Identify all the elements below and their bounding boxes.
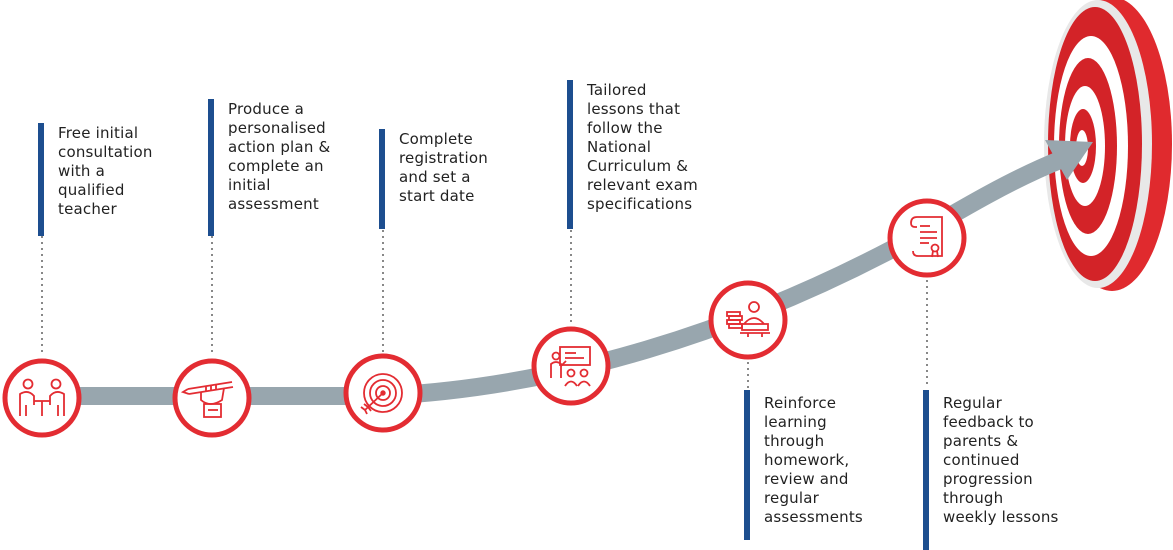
step-5-line-5: review and — [764, 470, 849, 488]
step-4-line-7: specifications — [587, 195, 693, 213]
pencil-hand-icon — [180, 381, 234, 418]
step-3-line-4: start date — [399, 187, 475, 205]
step-circle-4 — [531, 326, 611, 406]
step-1-line-2: consultation — [58, 143, 153, 161]
step-2-line-5: initial — [228, 176, 271, 194]
step-5-description: Reinforce learning through homework, rev… — [744, 390, 863, 540]
step-1-line-4: qualified — [58, 181, 125, 199]
step-circle-6 — [887, 198, 967, 278]
target-arrow-icon — [360, 373, 403, 415]
step-3-line-3: and set a — [399, 168, 471, 186]
step-6-line-2: feedback to — [943, 413, 1034, 431]
step-4-line-6: relevant exam — [587, 176, 698, 194]
step-circle-2 — [172, 358, 252, 438]
step-2-line-2: personalised — [228, 119, 326, 137]
student-books-icon — [726, 301, 770, 337]
step-1-line-1: Free initial — [58, 124, 139, 142]
step-5-line-1: Reinforce — [764, 394, 837, 412]
step-circles — [2, 198, 967, 438]
step-3-description: Complete registration and set a start da… — [379, 129, 488, 229]
step-circle-1 — [2, 358, 82, 438]
step-3-line-2: registration — [399, 149, 488, 167]
step-4-line-5: Curriculum & — [587, 157, 689, 175]
step-1-line-3: with a — [58, 162, 105, 180]
step-4-line-1: Tailored — [587, 81, 647, 99]
step-6-line-6: through — [943, 489, 1004, 507]
step-6-line-1: Regular — [943, 394, 1002, 412]
step-4-description: Tailored lessons that follow the Nationa… — [567, 80, 698, 229]
step-5-line-3: through — [764, 432, 825, 450]
step-6-description: Regular feedback to parents & continued … — [923, 390, 1059, 550]
step-4-line-3: follow the — [587, 119, 663, 137]
classroom-icon — [550, 346, 591, 387]
step-5-line-2: learning — [764, 413, 827, 431]
step-2-line-1: Produce a — [228, 100, 305, 118]
step-circle-3 — [343, 353, 423, 433]
step-1-line-5: teacher — [58, 200, 117, 218]
step-circle-5 — [708, 280, 788, 360]
step-6-line-7: weekly lessons — [943, 508, 1059, 526]
connectors — [41, 230, 928, 390]
step-2-line-6: assessment — [228, 195, 319, 213]
step-5-line-6: regular — [764, 489, 820, 507]
step-4-line-2: lessons that — [587, 100, 681, 118]
step-6-line-3: parents & — [943, 432, 1019, 450]
path-arrowhead — [1045, 140, 1093, 180]
progress-path — [21, 151, 1069, 405]
step-6-line-4: continued — [943, 451, 1020, 469]
step-5-line-7: assessments — [764, 508, 863, 526]
step-1-description: Free initial consultation with a qualifi… — [38, 123, 153, 236]
step-4-line-4: National — [587, 138, 652, 156]
step-2-line-3: action plan & — [228, 138, 331, 156]
certificate-icon — [910, 216, 943, 258]
step-2-line-4: complete an — [228, 157, 324, 175]
step-3-line-1: Complete — [399, 130, 473, 148]
step-5-line-4: homework, — [764, 451, 850, 469]
consultation-icon — [19, 378, 65, 416]
step-6-line-5: progression — [943, 470, 1033, 488]
step-2-description: Produce a personalised action plan & com… — [208, 99, 330, 236]
